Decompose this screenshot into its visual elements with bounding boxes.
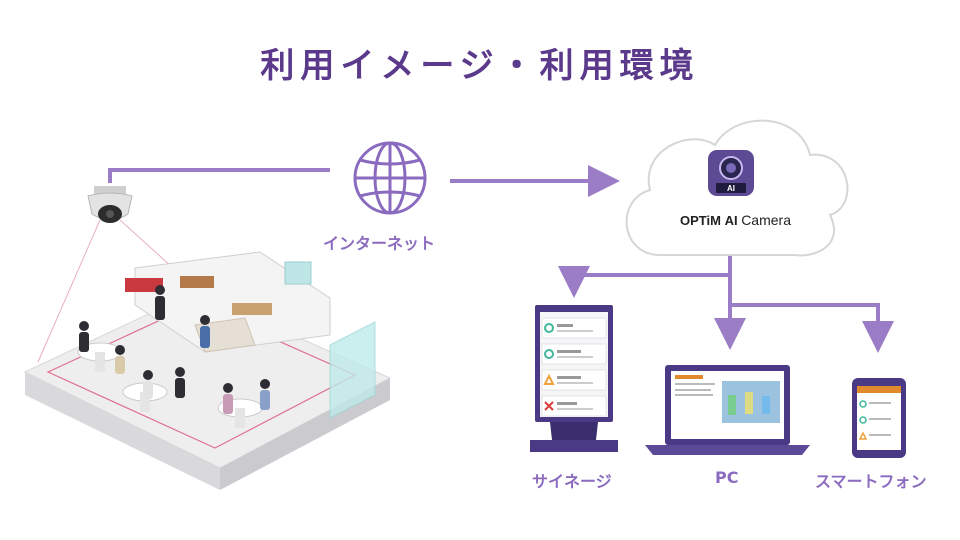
brand-ai: AI	[724, 213, 738, 228]
page-title: 利用イメージ・利用環境	[260, 46, 700, 86]
security-camera-icon	[87, 186, 133, 223]
ai-camera-app-icon	[708, 150, 754, 196]
smartphone-device[interactable]	[852, 378, 906, 458]
store-floor-illustration	[23, 251, 392, 490]
signage-device[interactable]	[530, 305, 618, 452]
cloud-brand-label: OPTiM AI Camera	[680, 212, 791, 228]
cloud-to-phone-arrow	[730, 303, 894, 353]
brand-camera: Camera	[741, 212, 791, 228]
cloud-to-signage-arrow	[558, 252, 732, 298]
connection-lines	[108, 165, 894, 353]
pc-laptop-device[interactable]	[645, 365, 810, 455]
globe-icon	[353, 141, 427, 215]
camera-to-internet-line	[108, 168, 330, 183]
smartphone-label: スマートフォン	[815, 472, 927, 491]
brand-optim: OPTiM	[680, 213, 721, 228]
internet-label: インターネット	[323, 234, 436, 253]
signage-label: サイネージ	[532, 472, 612, 491]
pc-label: PC	[715, 468, 739, 487]
signage-rows	[541, 317, 607, 417]
app-icon-label: AI	[727, 184, 735, 193]
